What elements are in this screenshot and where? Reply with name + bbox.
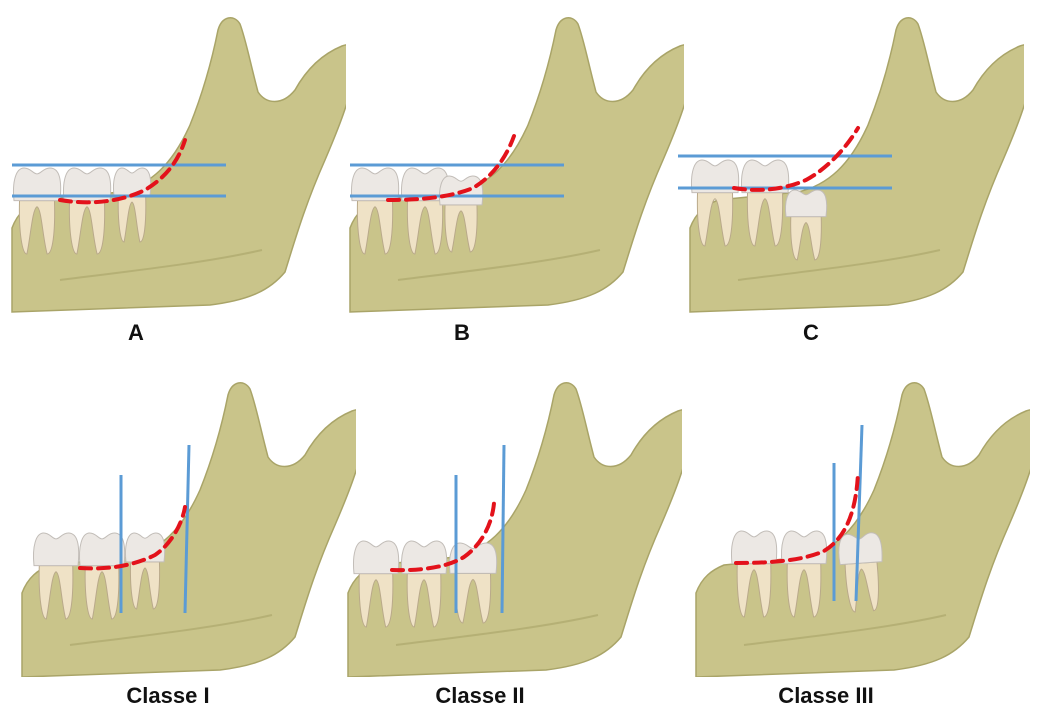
panel-B-caption: B [454,320,470,346]
panel-classe-I-illustration [10,365,356,677]
ramus-border-line [502,445,504,613]
panel-classe-III-illustration [684,365,1030,677]
mandible [348,383,682,677]
tooth-crown [113,168,150,196]
panel-C: C [678,0,1024,354]
mandible-bone [690,18,1024,312]
tooth-crown [781,531,826,564]
panel-C-illustration [678,0,1024,320]
panel-classe-I-caption: Classe I [126,683,209,709]
panel-C-caption: C [803,320,819,346]
tooth-crown [125,533,164,562]
tooth-crown [33,533,78,566]
panel-A: A [0,0,346,354]
panel-A-caption: A [128,320,144,346]
panel-classe-III: Classe III [684,365,1030,719]
panel-classe-I: Classe I [10,365,356,719]
mandible [690,18,1024,312]
panel-classe-III-caption: Classe III [778,683,873,709]
tooth-crown [79,533,124,566]
panel-B: B [338,0,684,354]
panel-classe-II: Classe II [336,365,682,719]
mandible-bone [22,383,356,677]
tooth-crown [731,531,776,564]
tooth-crown [401,541,446,574]
mandible-bone [348,383,682,677]
panel-classe-II-caption: Classe II [435,683,524,709]
panel-B-illustration [338,0,684,320]
panel-classe-II-illustration [336,365,682,677]
panel-A-illustration [0,0,346,320]
mandible [22,383,356,677]
